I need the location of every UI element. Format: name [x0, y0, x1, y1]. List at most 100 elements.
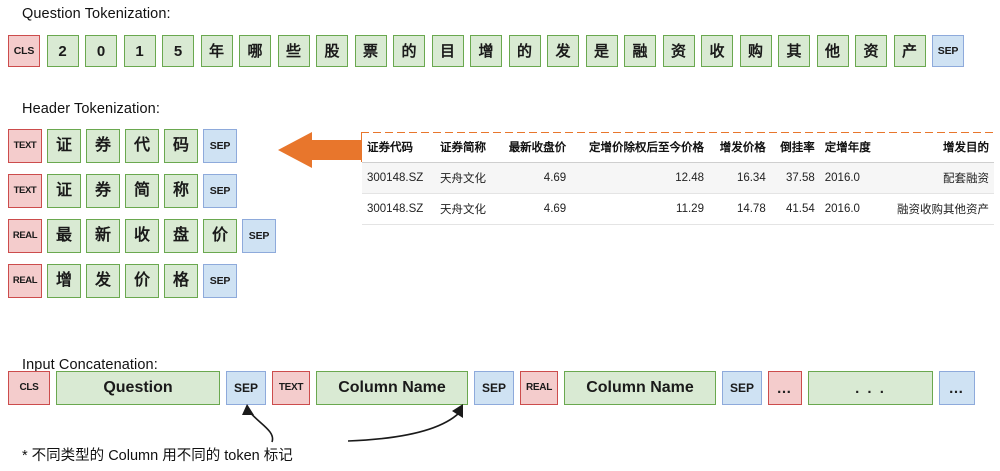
table-cell: 16.34	[708, 162, 771, 194]
table-column-header: 增发目的	[881, 133, 994, 163]
header_rows.1-token: SEP	[203, 174, 237, 208]
concat_tokens-token: …	[939, 371, 975, 405]
table-column-header: 证券简称	[435, 133, 497, 163]
header_rows.0-token: 代	[125, 129, 159, 163]
question_tokens-token: 票	[354, 35, 387, 67]
table-cell: 天舟文化	[435, 162, 497, 194]
concat_tokens-token: REAL	[520, 371, 558, 405]
concat-section-title: Input Concatenation:	[22, 357, 158, 373]
concat_tokens-token: …	[768, 371, 802, 405]
table-cell: 4.69	[496, 193, 572, 225]
header_rows.0-token: 券	[86, 129, 120, 163]
question_tokens-token: 购	[739, 35, 772, 67]
question_tokens-token: 0	[85, 35, 117, 67]
question_tokens-token: SEP	[932, 35, 964, 67]
concat_tokens-token: Column Name	[316, 371, 468, 405]
question_tokens-token: 资	[855, 35, 887, 67]
header_rows.1-token: 券	[86, 174, 120, 208]
header_rows.3-token: REAL	[8, 264, 42, 298]
header_rows.3-token: 格	[164, 264, 198, 298]
question_tokens-token: 他	[816, 35, 849, 67]
table-column-header: 证券代码	[362, 133, 436, 163]
table-cell: 300148.SZ	[362, 162, 436, 194]
table-column-header: 定增年度	[819, 133, 882, 163]
header_rows.2-token: 收	[125, 219, 159, 253]
question_tokens-token: 1	[123, 35, 156, 67]
header_rows.0-token: TEXT	[8, 129, 42, 163]
concat_tokens-token: Question	[56, 371, 220, 405]
annotation-arrows-icon	[242, 404, 463, 443]
table-cell: 天舟文化	[435, 193, 497, 225]
table-cell: 融资收购其他资产	[881, 193, 994, 225]
concat_tokens-token: Column Name	[564, 371, 716, 405]
concat_tokens-token: TEXT	[272, 371, 310, 405]
question_tokens-token: 融	[624, 35, 656, 67]
table-column-header: 倒挂率	[770, 133, 820, 163]
question_tokens-token: 些	[277, 35, 310, 67]
header_rows.0-token: 码	[164, 129, 198, 163]
question_tokens-token: 股	[316, 35, 348, 67]
concat_tokens-token: SEP	[474, 371, 514, 405]
table-cell: 11.29	[571, 193, 709, 225]
header_rows.0-token: 证	[47, 129, 81, 163]
flow-arrow-icon	[278, 132, 362, 168]
table-cell: 4.69	[496, 162, 572, 194]
question_tokens-token: 增	[470, 35, 502, 67]
question_tokens-token: 收	[701, 35, 733, 67]
table-cell: 300148.SZ	[362, 193, 436, 225]
table-cell: 14.78	[708, 193, 771, 225]
header_rows.3-token: SEP	[203, 264, 237, 298]
question_tokens-token: 发	[547, 35, 579, 67]
header_rows.1-token: TEXT	[8, 174, 42, 208]
header_rows.2-token: 盘	[164, 219, 198, 253]
question_tokens-token: 其	[778, 35, 810, 67]
concat_tokens-token: CLS	[8, 371, 50, 405]
header_rows.1-token: 称	[164, 174, 198, 208]
question_tokens-token: 哪	[239, 35, 271, 67]
question_tokens-token: 的	[508, 35, 541, 67]
concat_tokens-token: . . .	[808, 371, 933, 405]
table-header-row: 证券代码证券简称最新收盘价定增价除权后至今价格增发价格倒挂率定增年度增发目的	[362, 133, 994, 163]
data-table: 证券代码证券简称最新收盘价定增价除权后至今价格增发价格倒挂率定增年度增发目的 3…	[362, 133, 994, 225]
table-cell: 12.48	[571, 162, 709, 194]
question_tokens-token: 是	[585, 35, 618, 67]
table-cell: 2016.0	[819, 193, 882, 225]
table-column-header: 最新收盘价	[496, 133, 572, 163]
table-cell: 37.58	[770, 162, 820, 194]
question_tokens-token: 产	[893, 35, 926, 67]
header_rows.2-token: REAL	[8, 219, 42, 253]
header_rows.3-token: 增	[47, 264, 81, 298]
question_tokens-token: CLS	[8, 35, 40, 67]
header-section-title: Header Tokenization:	[22, 101, 160, 117]
concat_tokens-token: SEP	[722, 371, 762, 405]
header_rows.1-token: 简	[125, 174, 159, 208]
table-cell: 2016.0	[819, 162, 882, 194]
header_rows.1-token: 证	[47, 174, 81, 208]
header_rows.2-token: 最	[47, 219, 81, 253]
question_tokens-token: 2	[46, 35, 79, 67]
table-cell: 配套融资	[881, 162, 994, 194]
header_rows.2-token: SEP	[242, 219, 276, 253]
question_tokens-token: 目	[431, 35, 464, 67]
question_tokens-token: 5	[162, 35, 194, 67]
footnote-text: * 不同类型的 Column 用不同的 token 标记	[22, 448, 293, 464]
header_rows.2-token: 新	[86, 219, 120, 253]
concat_tokens-token: SEP	[226, 371, 266, 405]
question_tokens-token: 的	[393, 35, 425, 67]
table-column-header: 定增价除权后至今价格	[571, 133, 709, 163]
header_rows.0-token: SEP	[203, 129, 237, 163]
header_rows.3-token: 发	[86, 264, 120, 298]
table-column-header: 增发价格	[708, 133, 771, 163]
header_rows.2-token: 价	[203, 219, 237, 253]
question_tokens-token: 资	[662, 35, 695, 67]
header_rows.3-token: 价	[125, 264, 159, 298]
question_tokens-token: 年	[200, 35, 233, 67]
